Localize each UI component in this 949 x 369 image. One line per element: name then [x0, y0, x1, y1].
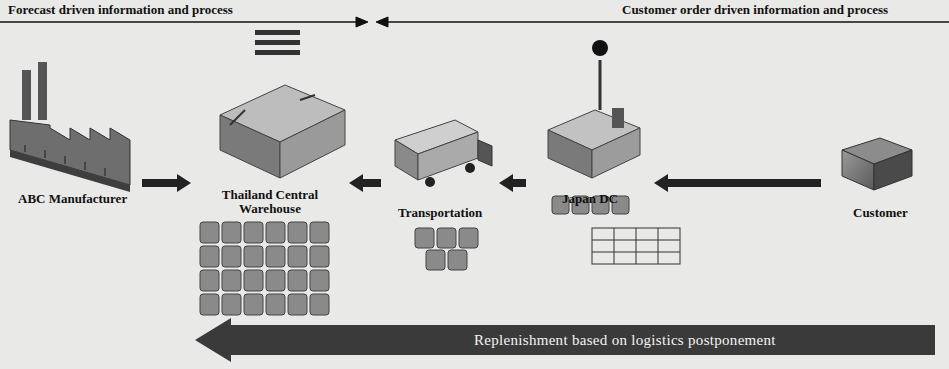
pallet: [244, 294, 263, 315]
entity-node: Customer: [825, 130, 935, 222]
pallet: [266, 294, 285, 315]
pallet: [310, 246, 329, 267]
pallet: [288, 222, 307, 243]
entity-node: Transportation: [385, 110, 495, 222]
node-label: Customer: [853, 206, 908, 220]
pallet: [415, 228, 434, 248]
pallet: [200, 294, 219, 315]
pallet-group: [415, 228, 478, 270]
node-label: Japan DC: [562, 192, 618, 206]
shelf-grid: [592, 228, 680, 264]
header-label: Customer order driven information and pr…: [620, 2, 890, 18]
pallet: [448, 250, 467, 270]
replenishment-arrow: [195, 318, 935, 362]
pallet: [222, 294, 241, 315]
pallet: [288, 294, 307, 315]
pallet: [266, 270, 285, 291]
edge-label: Replenishment based on logistics postpon…: [474, 332, 776, 349]
entity-node: ABC Manufacturer: [8, 60, 138, 208]
header-divider: [0, 17, 949, 27]
node-label: Thailand Central Warehouse: [215, 188, 325, 216]
pallet: [200, 270, 219, 291]
stock-bars: [255, 30, 300, 55]
pallet: [222, 270, 241, 291]
node-label: ABC Manufacturer: [18, 192, 127, 206]
flow-arrow: [499, 174, 526, 192]
flow-arrow: [654, 174, 821, 192]
pallet: [244, 222, 263, 243]
pallet: [222, 246, 241, 267]
header-label: Forecast driven information and process: [6, 2, 235, 18]
entity-node: Thailand Central Warehouse: [195, 28, 345, 218]
pallet: [426, 250, 445, 270]
pallet: [288, 246, 307, 267]
pallet: [266, 222, 285, 243]
flow-arrow: [349, 174, 381, 192]
pallet-stack: [200, 222, 329, 315]
pallet: [310, 222, 329, 243]
customer-icon: [842, 138, 912, 190]
pallet: [288, 270, 307, 291]
pallet: [244, 270, 263, 291]
warehouse-icon: [220, 85, 345, 178]
pallet: [200, 246, 219, 267]
pallet: [266, 246, 285, 267]
pallet: [244, 246, 263, 267]
dc-icon: [548, 40, 640, 178]
pallet: [310, 270, 329, 291]
flow-arrow: [142, 174, 191, 192]
pallet: [437, 228, 456, 248]
pallet: [222, 222, 241, 243]
truck-icon: [395, 120, 492, 187]
pallet: [310, 294, 329, 315]
factory-icon: [10, 62, 130, 192]
entity-node: Japan DC: [530, 36, 650, 208]
pallet: [459, 228, 478, 248]
node-label: Transportation: [398, 206, 482, 220]
pallet: [200, 222, 219, 243]
